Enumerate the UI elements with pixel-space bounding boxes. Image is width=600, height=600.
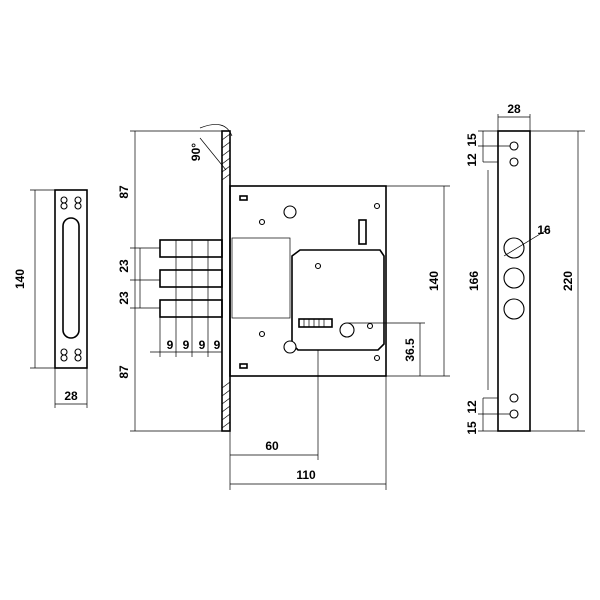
hole-span-label: 166 bbox=[467, 271, 481, 291]
bolt-width-label: 9 bbox=[167, 338, 174, 352]
faceplate-bolt-hole bbox=[503, 237, 525, 259]
top-spacing-b-label: 15 bbox=[465, 133, 479, 147]
faceplate-width-label: 28 bbox=[507, 102, 521, 116]
strike-screw-hole bbox=[60, 354, 68, 362]
strike-screw-hole bbox=[74, 196, 82, 204]
strike-plate-slot bbox=[62, 217, 80, 339]
faceplate-screw-hole bbox=[509, 157, 519, 167]
faceplate-screw-hole bbox=[509, 141, 519, 151]
strike-height-label: 140 bbox=[13, 269, 27, 289]
strike-screw-hole bbox=[60, 348, 68, 356]
faceplate-top-label: 87 bbox=[117, 185, 131, 199]
bolt bbox=[159, 239, 223, 258]
faceplate-bolt-hole bbox=[503, 298, 525, 320]
backset-label: 60 bbox=[265, 439, 279, 453]
bolt-spacing-1-label: 23 bbox=[117, 259, 131, 273]
faceplate-bolt-hole bbox=[503, 267, 525, 289]
case-height-label: 140 bbox=[427, 271, 441, 291]
bolt-housing bbox=[231, 237, 291, 319]
lock-faceplate-front bbox=[478, 114, 585, 432]
strike-screw-hole bbox=[74, 354, 82, 362]
hole-diameter-label: 16 bbox=[537, 223, 551, 237]
faceplate-hatch bbox=[221, 381, 231, 429]
gear-plate bbox=[291, 249, 385, 351]
bottom-spacing-b-label: 12 bbox=[465, 400, 479, 414]
bolt-divisions bbox=[175, 240, 209, 317]
faceplate-front-outline bbox=[497, 130, 531, 432]
keyway-slot bbox=[298, 318, 333, 328]
strike-screw-hole bbox=[60, 196, 68, 204]
keyhole-offset-label: 36.5 bbox=[403, 338, 417, 362]
case-depth-label: 110 bbox=[296, 468, 316, 482]
faceplate-bottom-label: 87 bbox=[117, 365, 131, 379]
angle-arc bbox=[199, 124, 233, 137]
keyhole-circle bbox=[339, 322, 355, 338]
faceplate-screw-hole bbox=[509, 393, 519, 403]
faceplate-length-label: 220 bbox=[561, 271, 575, 291]
bolt bbox=[159, 299, 223, 318]
follower-hole bbox=[283, 205, 297, 219]
faceplate-hatch bbox=[221, 133, 231, 181]
lock-body bbox=[130, 124, 450, 490]
bolt-width-label: 9 bbox=[183, 338, 190, 352]
faceplate-screw-hole bbox=[509, 409, 519, 419]
latch-slot bbox=[358, 219, 367, 245]
strike-plate-outline bbox=[54, 189, 88, 369]
strike-screw-hole bbox=[74, 348, 82, 356]
strike-screw-hole bbox=[60, 202, 68, 210]
bolt bbox=[159, 269, 223, 288]
lock-case bbox=[229, 185, 387, 377]
bolt-width-label: 9 bbox=[199, 338, 206, 352]
strike-width-label: 28 bbox=[64, 389, 78, 403]
top-spacing-a-label: 12 bbox=[465, 153, 479, 167]
bolt-width-label: 9 bbox=[214, 338, 221, 352]
bolt-spacing-2-label: 23 bbox=[117, 291, 131, 305]
strike-screw-hole bbox=[74, 202, 82, 210]
lock-faceplate bbox=[221, 130, 231, 432]
follower-hole bbox=[283, 340, 297, 354]
strike-plate bbox=[30, 189, 88, 408]
angle-label: 90° bbox=[189, 143, 203, 161]
bottom-spacing-a-label: 15 bbox=[465, 421, 479, 435]
